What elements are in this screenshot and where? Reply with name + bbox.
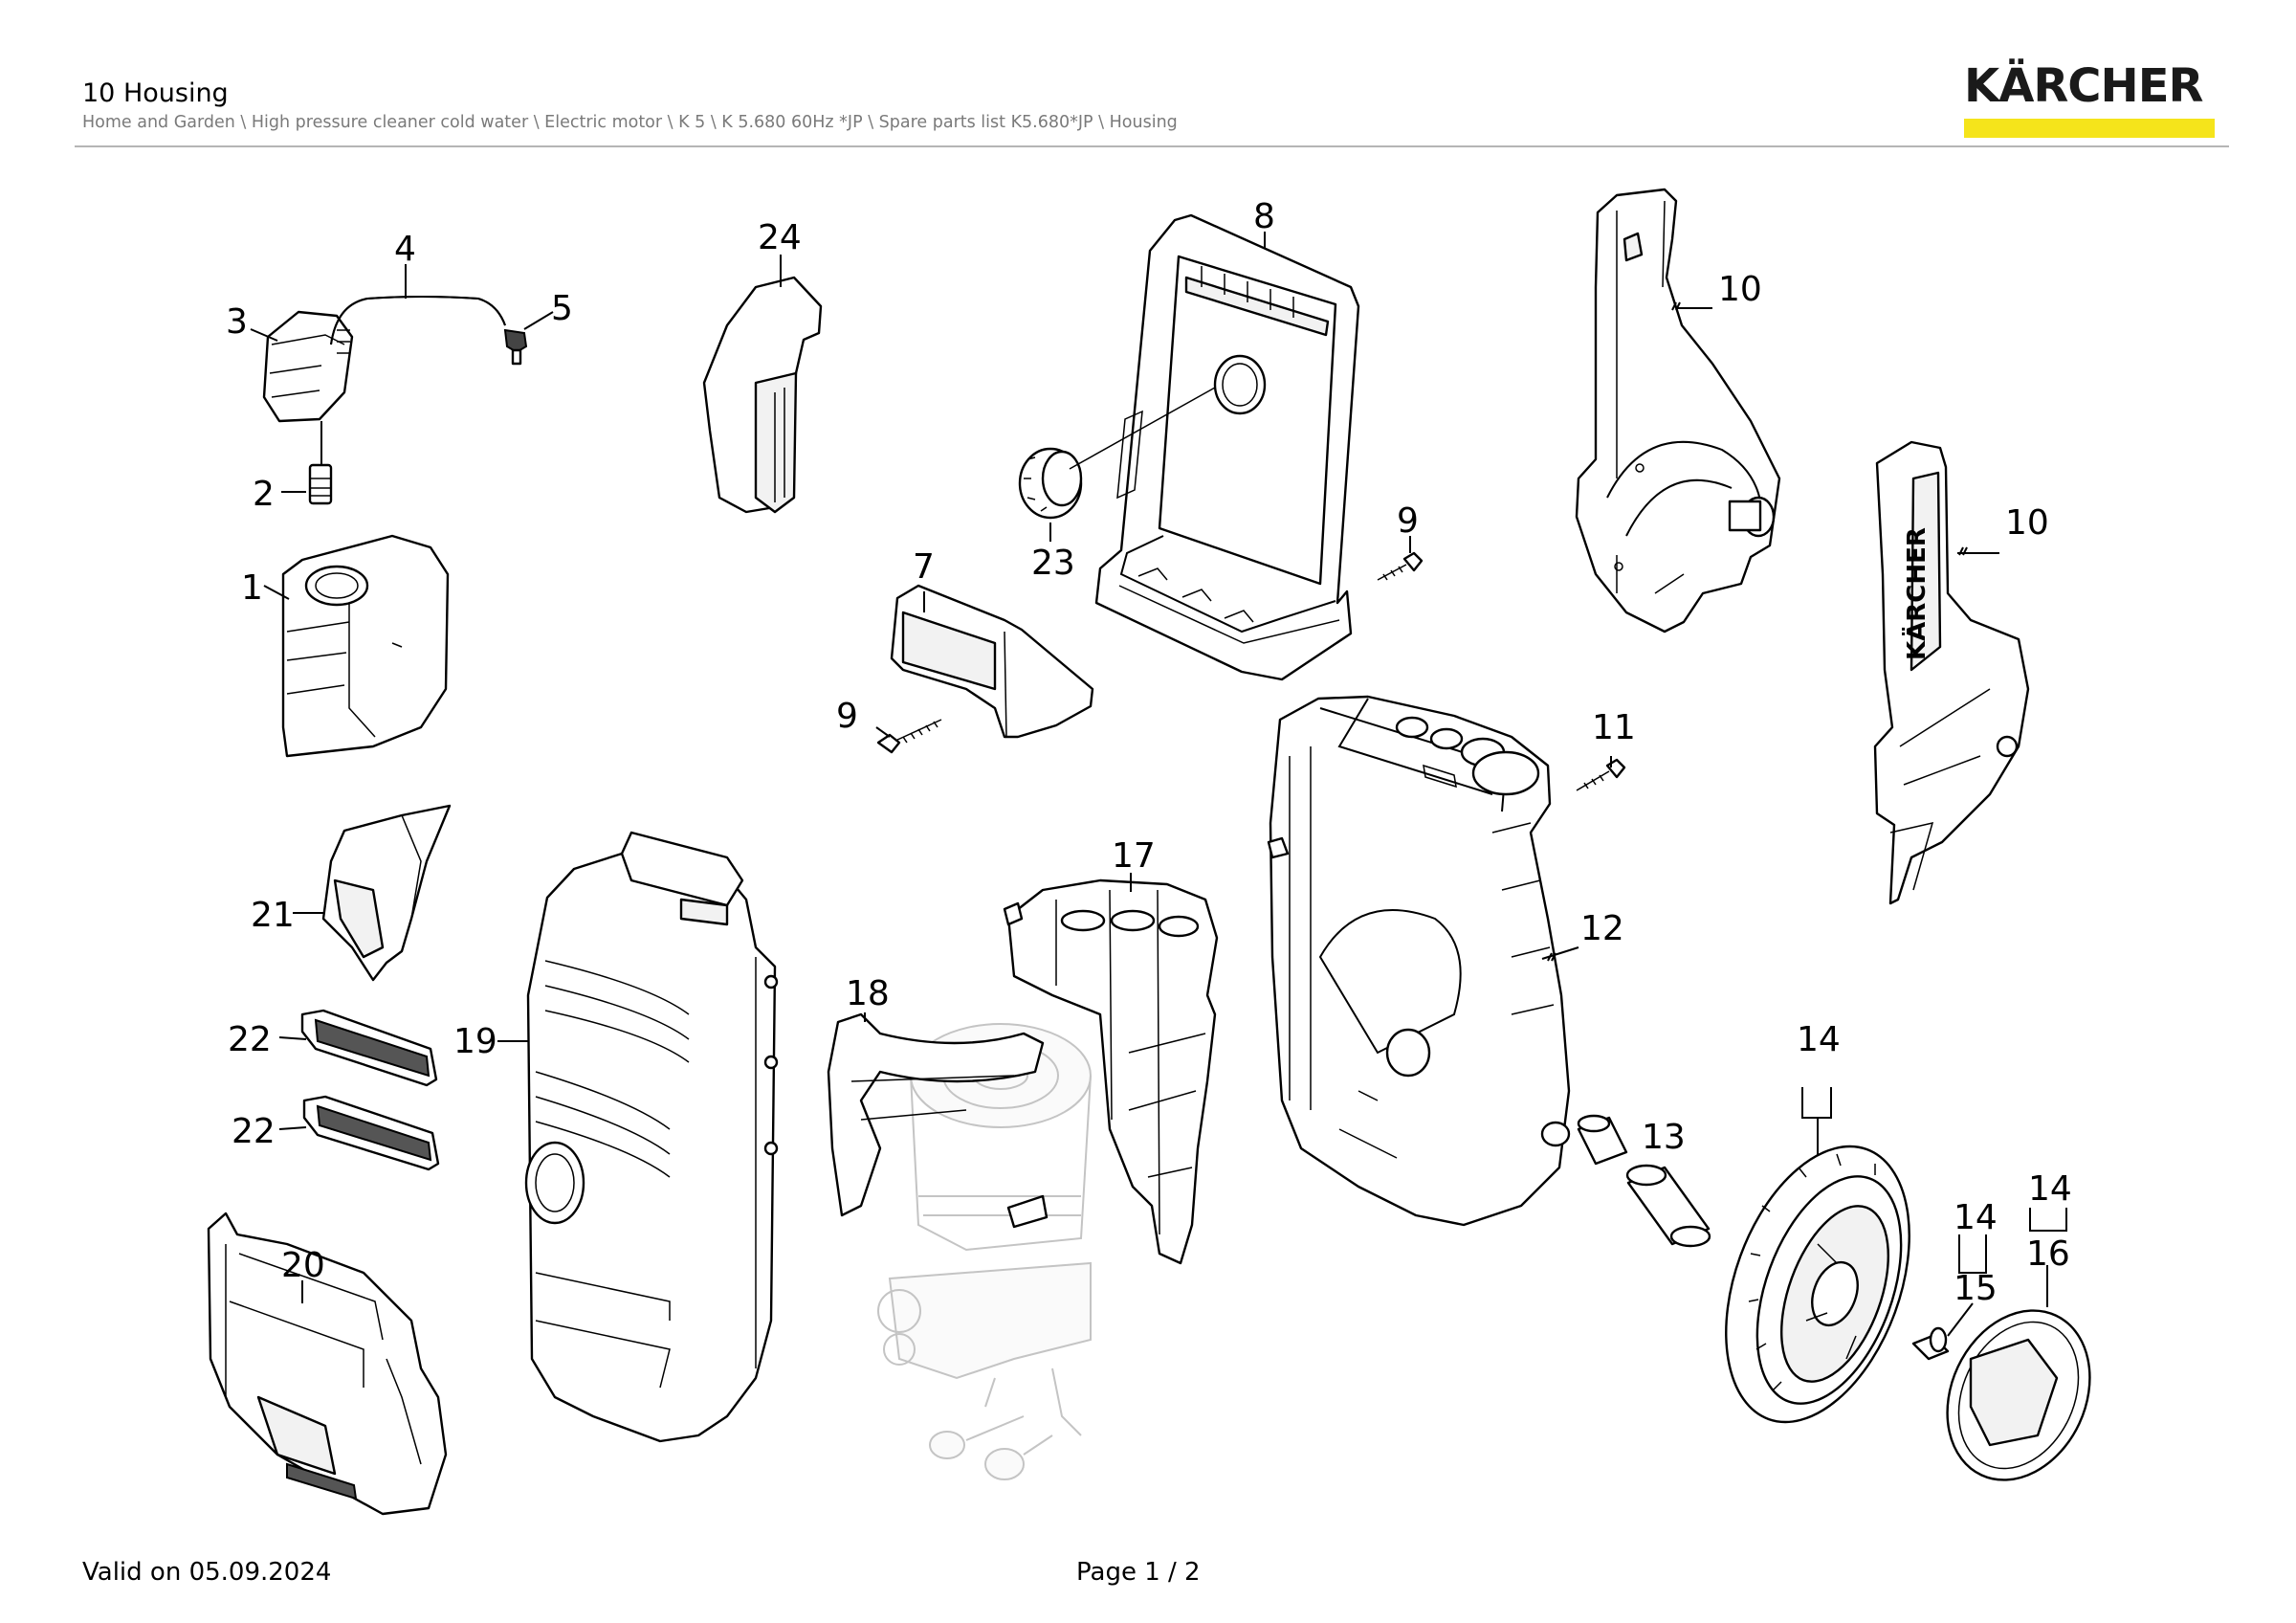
callout-8: 8 <box>1253 197 1275 236</box>
callout-14-wheel: 14 <box>1797 1020 1841 1059</box>
part-4-hose[interactable] <box>320 296 506 465</box>
callout-20: 20 <box>281 1246 325 1285</box>
ghost-motor-pump <box>877 1023 1092 1480</box>
part-9-screw-left[interactable] <box>876 719 942 754</box>
part-21-cover-piece[interactable] <box>321 804 452 982</box>
part-18-clamp-band[interactable] <box>827 1012 1049 1229</box>
part-15-wheel-pin[interactable] <box>1911 1326 1950 1361</box>
callout-13: 13 <box>1642 1118 1686 1157</box>
callout-12: 12 <box>1580 909 1624 948</box>
callout-4: 4 <box>394 230 416 269</box>
callout-11: 11 <box>1592 708 1636 747</box>
callout-22-lower: 22 <box>232 1112 276 1151</box>
breadcrumb: Home and Garden \ High pressure cleaner … <box>82 113 1178 132</box>
part-20-lower-cover[interactable] <box>207 1212 448 1516</box>
callout-22-upper: 22 <box>228 1020 272 1059</box>
callout-2: 2 <box>253 475 275 514</box>
callout-17: 17 <box>1112 836 1156 876</box>
part-13-axle-sleeve[interactable] <box>1577 1114 1711 1248</box>
part-17-motor-frame[interactable] <box>1003 878 1219 1265</box>
part-12-main-chassis[interactable] <box>1267 695 1571 1227</box>
callout-3: 3 <box>226 302 248 342</box>
callout-15: 15 <box>1954 1269 1998 1308</box>
part-9-screw-right[interactable] <box>1377 551 1424 581</box>
part-22-grille-upper[interactable] <box>300 1009 438 1087</box>
callout-16: 16 <box>2026 1234 2070 1274</box>
part-10-side-cover-logo[interactable]: KÄRCHER <box>1873 440 2030 905</box>
part-23-knob[interactable] <box>1018 387 1216 520</box>
part-24-cover[interactable] <box>702 276 823 514</box>
part-16-hub-cap[interactable] <box>1921 1287 2117 1503</box>
part-22-grille-lower[interactable] <box>302 1095 440 1171</box>
callout-14-cap: 14 <box>2028 1169 2072 1209</box>
callout-9-right: 9 <box>1397 501 1419 541</box>
part-2-filter[interactable] <box>308 463 333 505</box>
callout-9-left: 9 <box>836 697 858 736</box>
page-number: Page 1 / 2 <box>1076 1558 1201 1587</box>
logo-embossed-text: KÄRCHER <box>1901 527 1932 660</box>
callout-5: 5 <box>551 289 573 328</box>
part-19-front-housing[interactable] <box>524 831 779 1443</box>
part-11-screw[interactable] <box>1576 758 1626 791</box>
karcher-logo: KÄRCHER <box>1964 63 2215 138</box>
header-divider <box>75 145 2229 147</box>
callout-14-pin: 14 <box>1954 1198 1998 1237</box>
part-3-hose-holder[interactable] <box>262 310 354 423</box>
logo-accent-bar <box>1964 119 2215 138</box>
callout-23: 23 <box>1031 544 1075 583</box>
leader-lines <box>250 232 2067 1337</box>
page-title: 10 Housing <box>82 78 229 108</box>
callout-19: 19 <box>453 1022 497 1061</box>
part-1-detergent-tank[interactable] <box>281 534 450 758</box>
callout-24: 24 <box>758 218 802 257</box>
callout-7: 7 <box>913 547 935 587</box>
part-14-wheel[interactable] <box>1691 1122 1944 1448</box>
callout-18: 18 <box>846 974 890 1013</box>
callout-1: 1 <box>241 568 263 608</box>
part-5-hose-connector[interactable] <box>503 328 528 366</box>
part-10-side-cover-rear[interactable] <box>1575 188 1781 634</box>
callout-labels: 1 2 3 4 5 7 8 9 9 10 10 11 12 13 14 14 1… <box>226 197 2072 1308</box>
callout-10-upper: 10 <box>1718 270 1762 309</box>
callout-10-lower: 10 <box>2005 503 2049 543</box>
callout-21: 21 <box>251 896 295 935</box>
part-8-front-frame[interactable] <box>1094 213 1360 681</box>
valid-date: Valid on 05.09.2024 <box>82 1558 332 1587</box>
logo-wordmark: KÄRCHER <box>1964 59 2203 113</box>
part-7-bracket[interactable] <box>890 584 1094 739</box>
